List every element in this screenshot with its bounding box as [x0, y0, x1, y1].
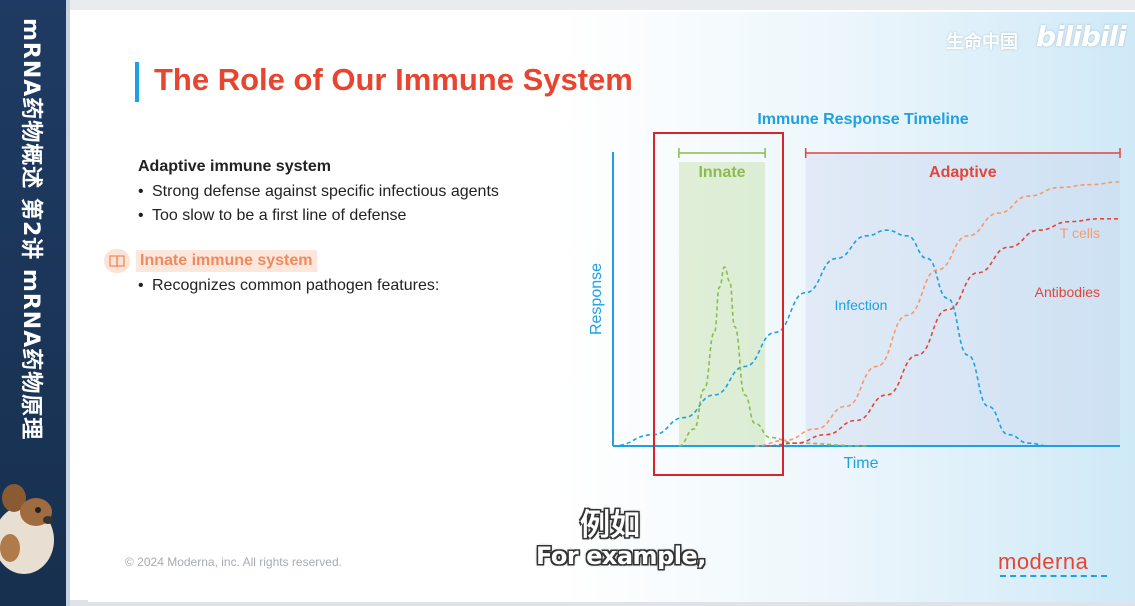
title-accent-bar — [135, 62, 139, 102]
innate-heading: Innate immune system — [104, 249, 324, 273]
adaptive-bullet-1-text: Strong defense against specific infectio… — [152, 183, 499, 200]
phase-region-innate — [678, 162, 766, 446]
book-icon[interactable] — [104, 249, 130, 273]
dog-mascot-icon — [0, 484, 54, 574]
copyright-text: © 2024 Moderna, inc. All rights reserved… — [125, 555, 342, 569]
chart-title: Immune Response Timeline — [757, 111, 968, 128]
innate-bullet-1-text: Recognizes common pathogen features: — [152, 277, 440, 294]
phase-label-innate: Innate — [698, 164, 745, 181]
subtitle-chinese: 例如 — [580, 508, 640, 543]
adaptive-heading: Adaptive immune system — [138, 158, 331, 175]
subtitle-english: For example, — [536, 542, 706, 570]
series-line-t-cells — [754, 181, 1121, 447]
presentation-slide: The Role of Our Immune System Adaptive i… — [88, 12, 1135, 602]
video-title: mRNA药物概述 第2讲 mRNA药物原理 — [18, 18, 43, 441]
channel-watermark: 生命中国 — [946, 32, 1018, 53]
frame-bottom — [70, 600, 1135, 606]
adaptive-bullet-1: •Strong defense against specific infecti… — [138, 183, 499, 200]
series-label-infection: Infection — [835, 297, 888, 313]
frame-top — [70, 0, 1135, 10]
moderna-logo: moderna — [998, 549, 1089, 574]
series-label-antibodies: Antibodies — [1035, 284, 1100, 300]
innate-heading-text: Innate immune system — [136, 250, 317, 272]
adaptive-bullet-2-text: Too slow to be a first line of defense — [152, 207, 407, 224]
sidebar-divider — [66, 0, 70, 606]
slide-title: The Role of Our Immune System — [154, 62, 633, 97]
y-axis-label: Response — [588, 263, 605, 335]
series-label-t-cells: T cells — [1060, 225, 1100, 241]
innate-bullet-1: •Recognizes common pathogen features: — [138, 277, 440, 294]
bilibili-logo: bilibili — [1036, 20, 1127, 53]
series-line-antibodies — [765, 217, 1120, 447]
series-line-innate-response — [678, 266, 867, 447]
phase-label-adaptive: Adaptive — [929, 164, 997, 181]
x-axis-label: Time — [844, 455, 879, 472]
highlight-box — [653, 132, 784, 476]
phase-region-adaptive — [805, 152, 1120, 446]
immune-response-chart: Innate Adaptive Immune Response TimelineTi… — [588, 111, 1121, 476]
series-line-infection — [612, 229, 1050, 447]
video-title-sidebar: mRNA药物概述 第2讲 mRNA药物原理 — [0, 0, 70, 606]
adaptive-bullet-2: •Too slow to be a first line of defense — [138, 207, 407, 224]
logo-underline — [1000, 575, 1107, 577]
